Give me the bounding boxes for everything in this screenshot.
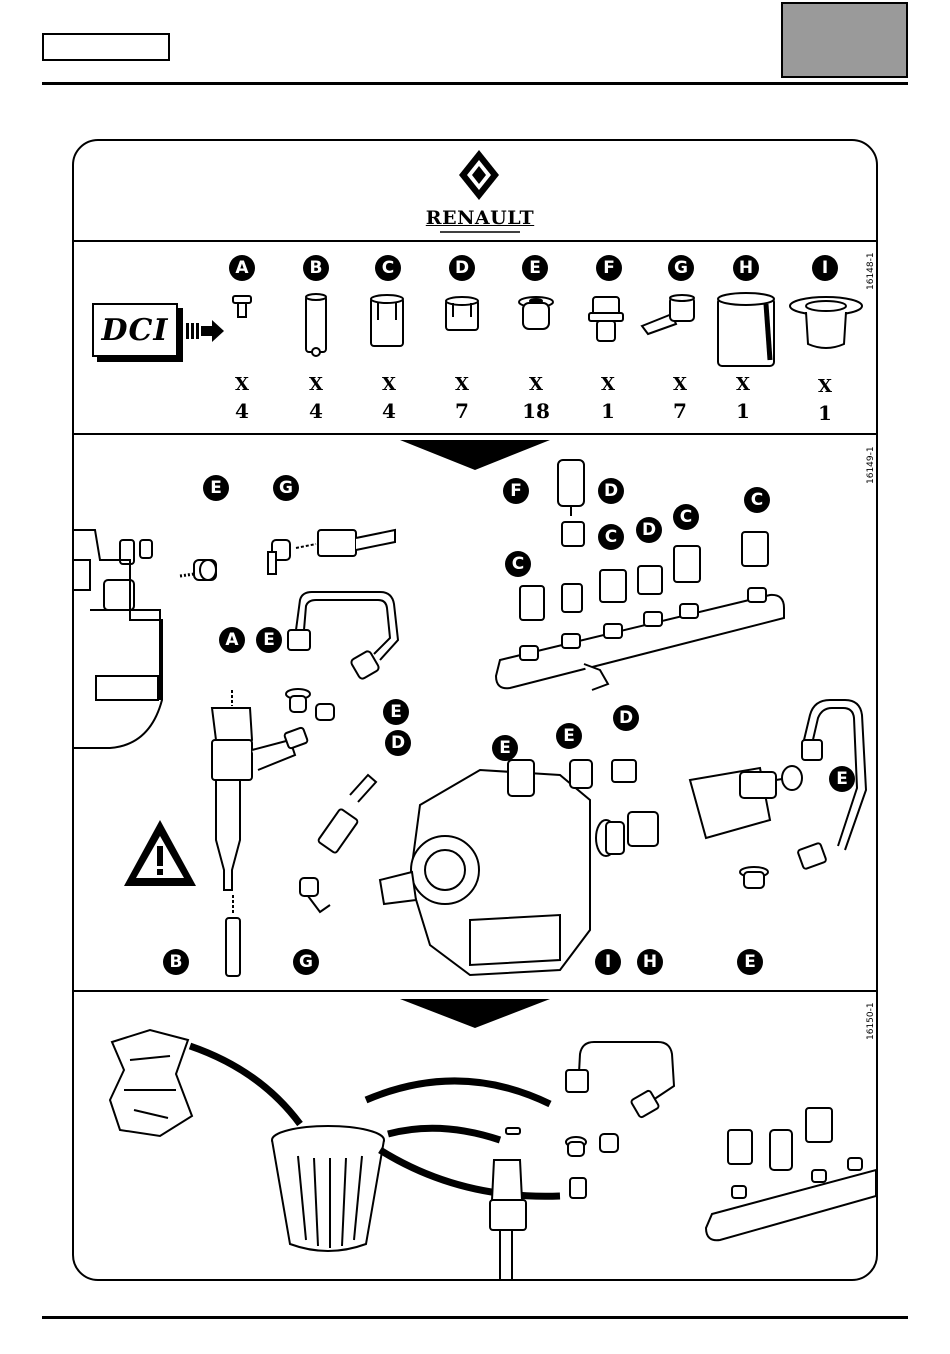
section-arrow-icon-2	[400, 999, 550, 1028]
figure-ref-2: 16149-1	[866, 446, 876, 484]
qty-value: 4	[217, 399, 267, 423]
connector-g-illustration	[268, 530, 395, 574]
cap-d-illustration-3	[284, 727, 308, 749]
part-f-plug-icon	[589, 297, 623, 341]
regulator-illustration	[690, 700, 866, 888]
callout-a: A	[219, 627, 245, 653]
dci-badge: DCI	[92, 303, 178, 357]
callout-g: G	[273, 475, 299, 501]
part-qty-e: X 18	[511, 374, 561, 423]
callout-e-7: E	[737, 949, 763, 975]
callout-d-3: D	[385, 730, 411, 756]
qty-x: X	[437, 374, 487, 395]
part-letter-c: C	[375, 255, 401, 281]
callout-c: C	[744, 487, 770, 513]
callout-e-3: E	[383, 699, 409, 725]
qty-value: 4	[364, 399, 414, 423]
brand-name: RENAULT	[400, 207, 560, 229]
callout-b: B	[163, 949, 189, 975]
warning-icon	[124, 820, 196, 886]
renault-logo-icon	[459, 150, 499, 200]
pin-b-illustration	[226, 895, 240, 976]
callout-i: I	[595, 949, 621, 975]
part-e-plug-icon	[519, 297, 553, 329]
waste-bin-illustration	[272, 1126, 384, 1251]
qty-value: 1	[718, 399, 768, 423]
qty-x: X	[511, 374, 561, 395]
part-letter-h: H	[733, 255, 759, 281]
callout-e-4: E	[492, 735, 518, 761]
part-icons	[233, 293, 862, 366]
callout-f: F	[503, 478, 529, 504]
callout-d: D	[598, 478, 624, 504]
fuel-pipe-illustration	[288, 592, 398, 680]
part-letter-e: E	[522, 255, 548, 281]
qty-x: X	[217, 374, 267, 395]
qty-x: X	[583, 374, 633, 395]
callout-c-2: C	[598, 524, 624, 550]
callout-e-5: E	[556, 723, 582, 749]
part-qty-g: X7	[655, 374, 705, 423]
qty-value: 7	[655, 399, 705, 423]
part-i-flange-cap-icon	[790, 297, 862, 348]
pump-illustration	[380, 760, 636, 975]
pump-caps-illustration	[596, 812, 658, 856]
engine-fragment-illustration	[74, 530, 162, 748]
qty-value: 1	[583, 399, 633, 423]
fuel-rail-illustration	[496, 460, 784, 690]
callout-d-4: D	[613, 705, 639, 731]
dci-arrow-icon	[186, 320, 224, 342]
qty-x: X	[800, 376, 850, 397]
injector-illustration	[212, 690, 295, 890]
part-h-big-cap-icon	[718, 293, 774, 366]
callout-c-4: C	[505, 551, 531, 577]
qty-x: X	[364, 374, 414, 395]
part-letter-g: G	[668, 255, 694, 281]
qty-value: 18	[511, 399, 561, 423]
qty-x: X	[291, 374, 341, 395]
part-letter-a: A	[229, 255, 255, 281]
part-c-cap-icon	[371, 295, 403, 346]
qty-x: X	[718, 374, 768, 395]
part-letter-d: D	[449, 255, 475, 281]
callout-g-2: G	[293, 949, 319, 975]
part-d-short-cap-icon	[446, 297, 478, 330]
discard-items-illustration	[490, 1042, 674, 1280]
qty-value: 7	[437, 399, 487, 423]
callout-c-3: C	[673, 504, 699, 530]
callout-e-2: E	[256, 627, 282, 653]
plastic-bag-illustration	[110, 1030, 192, 1136]
sensor-connector-illustration	[300, 775, 376, 912]
part-letter-i: I	[812, 255, 838, 281]
qty-value: 1	[800, 401, 850, 425]
callout-d-2: D	[636, 517, 662, 543]
callout-e-6: E	[829, 766, 855, 792]
callout-h: H	[637, 949, 663, 975]
callout-e: E	[203, 475, 229, 501]
plug-e-illustration	[194, 560, 216, 580]
qty-value: 4	[291, 399, 341, 423]
part-g-tag-cap-icon	[642, 295, 694, 334]
part-a-screw-icon	[233, 296, 251, 317]
section-arrow-icon	[400, 440, 550, 470]
plug-e-illustration-2	[286, 689, 310, 712]
rail-detail-illustration	[706, 1108, 876, 1240]
part-letter-f: F	[596, 255, 622, 281]
part-b-tall-cap-icon	[306, 294, 326, 356]
figure-ref-3: 16150-1	[866, 1002, 876, 1040]
part-letter-b: B	[303, 255, 329, 281]
dci-badge-text: DCI	[102, 313, 169, 348]
cap-e-illustration-3	[316, 704, 334, 720]
figure-ref-1: 16148-1	[866, 252, 876, 290]
qty-x: X	[655, 374, 705, 395]
